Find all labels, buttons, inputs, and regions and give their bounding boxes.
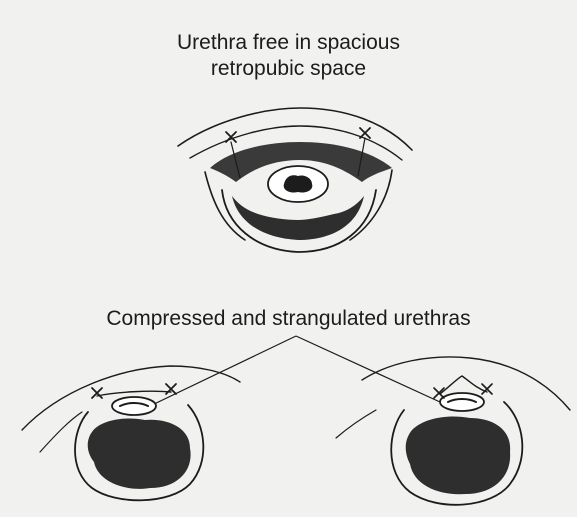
- br-urethra: [440, 393, 484, 411]
- pointer-lines: [150, 336, 440, 406]
- bottom-left-pelvis-figure: [22, 366, 240, 500]
- pointer-line-right: [296, 336, 440, 402]
- br-left-suture: [434, 388, 444, 398]
- bottom-right-pelvis-figure: [336, 357, 570, 505]
- bl-urethra: [112, 397, 156, 415]
- top-left-suture: [226, 132, 236, 142]
- bl-dark-mass: [88, 419, 191, 489]
- br-suture-peak: [440, 376, 487, 394]
- top-urethra-lumen: [284, 175, 313, 192]
- bl-suture-band: [97, 391, 171, 396]
- br-dark-mass: [406, 417, 510, 495]
- br-lower-curve: [336, 410, 376, 438]
- pointer-line-left: [150, 336, 296, 406]
- top-pelvis-figure: [178, 108, 412, 252]
- top-right-suture: [360, 128, 370, 138]
